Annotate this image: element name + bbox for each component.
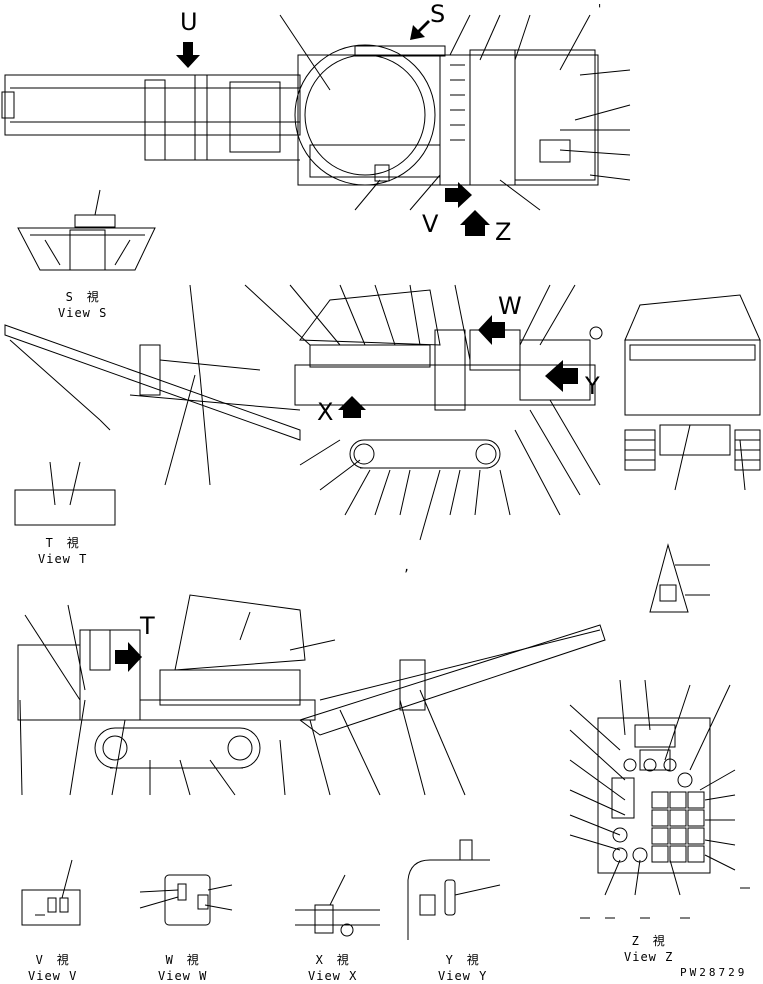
lower-side-view-machine [17, 594, 606, 796]
view-y-caption: Y 視 View Y [438, 952, 487, 984]
view-x-drawing [295, 874, 380, 937]
view-s-en: View S [58, 306, 108, 320]
view-w-en: View W [158, 969, 208, 983]
view-t-drawing [14, 461, 116, 526]
view-z-caption: Z 視 View Z [624, 933, 673, 965]
view-x-en: View X [308, 969, 358, 983]
arrow-z-icon [460, 210, 490, 236]
view-y-drawing [407, 839, 501, 940]
warning-cone-drawing [649, 543, 710, 613]
arrow-x-label: X [317, 398, 334, 426]
view-v-drawing [21, 859, 81, 926]
rear-view-machine [624, 294, 761, 491]
view-t-caption: T 視 View T [38, 535, 87, 567]
view-z-control-panel [569, 679, 750, 919]
arrow-s-label: S [430, 0, 446, 28]
arrow-s-icon [410, 20, 430, 40]
arrow-y-label: Y [585, 372, 600, 400]
view-v-jp: V 視 [35, 953, 70, 967]
view-s-drawing [17, 189, 156, 271]
arrow-t-icon [115, 642, 142, 672]
tick-mark-2: , [403, 560, 412, 574]
view-z-jp: Z 視 [631, 934, 666, 948]
view-s-jp: S 視 [65, 290, 100, 304]
view-z-en: View Z [624, 950, 674, 964]
view-x-caption: X 視 View X [308, 952, 357, 984]
arrow-u-icon [176, 42, 200, 68]
top-view-machine [1, 14, 631, 211]
view-y-jp: Y 視 [445, 953, 480, 967]
arrow-t-label: T [140, 612, 155, 640]
arrow-u-label: U [180, 8, 198, 36]
view-x-jp: X 視 [315, 953, 350, 967]
button-grid [651, 791, 705, 863]
side-view-machine [4, 284, 603, 541]
arrow-w-label: W [498, 292, 522, 320]
arrow-z-label: Z [495, 218, 512, 246]
view-w-drawing [139, 874, 233, 926]
view-w-caption: W 視 View W [158, 952, 207, 984]
view-y-en: View Y [438, 969, 488, 983]
arrow-v-label: V [422, 210, 439, 238]
arrow-v-icon [445, 182, 472, 208]
view-t-jp: T 視 [45, 536, 80, 550]
tick-mark: ' [596, 2, 605, 16]
view-t-en: View T [38, 552, 88, 566]
arrow-w-icon [478, 315, 505, 345]
view-v-en: View V [28, 969, 78, 983]
arrow-x-icon [338, 396, 366, 418]
view-w-jp: W 視 [165, 953, 200, 967]
arrow-y-icon [545, 360, 578, 392]
view-s-caption: S 視 View S [58, 289, 107, 321]
view-v-caption: V 視 View V [28, 952, 77, 984]
drawing-code: PW28729 [680, 966, 748, 979]
